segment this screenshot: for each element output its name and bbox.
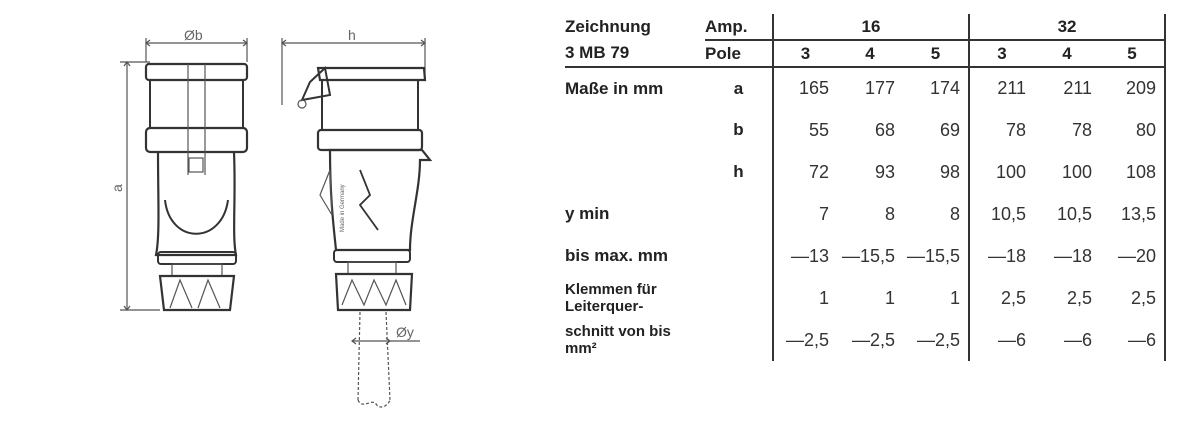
cell: 2,5 — [1100, 277, 1167, 319]
cell: 211 — [1063, 78, 1093, 98]
dim-h-label: h — [348, 27, 356, 43]
cell: 80 — [1100, 109, 1167, 151]
cell: 98 — [939, 161, 961, 182]
cell: —2,5 — [772, 319, 837, 361]
cell: —6 — [1100, 319, 1167, 361]
cell: 177 — [864, 78, 895, 98]
table-row: y min 7 8 8 10,5 10,5 13,5 — [565, 193, 1167, 235]
pole-header: 3 — [772, 40, 837, 68]
row-label: Klemmen für Leiterquer- — [565, 281, 657, 315]
cell: 2,5 — [968, 277, 1035, 319]
cell: 100 — [968, 151, 1035, 193]
table-row: b 55 68 69 78 78 80 — [565, 109, 1167, 151]
table-row: schnitt von bis mm² —2,5 —2,5 —2,5 —6 —6… — [565, 319, 1167, 361]
svg-text:a: a — [109, 184, 125, 192]
cell: 1 — [950, 287, 961, 308]
dim-y-label: Øy — [396, 324, 414, 340]
cell: 78 — [1071, 119, 1093, 140]
cell: 93 — [874, 161, 895, 182]
cell: —15,5 — [841, 245, 895, 266]
side-view-drawing: h Made in Germany Øy — [281, 27, 433, 408]
technical-drawing: Øb a h — [80, 20, 480, 420]
cell: —13 — [772, 235, 837, 277]
cell: 13,5 — [1100, 193, 1167, 235]
cell: —6 — [1064, 329, 1093, 350]
row-label: y min — [565, 204, 610, 223]
pole-header: 3 — [968, 40, 1035, 68]
amp-group-16: 16 — [771, 14, 970, 41]
pole-header: 5 — [1100, 40, 1167, 68]
cell: 69 — [939, 119, 961, 140]
cell: 8 — [950, 203, 961, 224]
cell: 78 — [968, 109, 1035, 151]
row-label — [565, 109, 705, 151]
cell: 7 — [772, 193, 837, 235]
svg-text:Made in Germany: Made in Germany — [340, 184, 346, 232]
pole-header: 4 — [837, 40, 903, 68]
cell: 211 — [968, 67, 1035, 109]
table-row: Maße in mm a 165 177 174 211 211 209 — [565, 67, 1167, 109]
header-model: 3 MB 79 — [565, 40, 705, 68]
cell: —15,5 — [906, 245, 961, 266]
row-sub: a — [733, 78, 744, 98]
cell: 108 — [1100, 151, 1167, 193]
cell: 1 — [772, 277, 837, 319]
row-sub — [705, 277, 773, 319]
dimension-table: Zeichnung Amp. 16 32 3 MB 79 Pole 3 4 5 … — [565, 14, 1167, 361]
dim-b-label: Øb — [184, 27, 203, 43]
cell: —18 — [1053, 245, 1093, 266]
row-sub — [705, 319, 773, 361]
header-zeichnung: Zeichnung — [565, 17, 651, 36]
table-row: h 72 93 98 100 100 108 — [565, 151, 1167, 193]
table-row: bis max. mm —13 —15,5 —15,5 —18 —18 —20 — [565, 235, 1167, 277]
cell: —18 — [968, 235, 1035, 277]
row-sub: b — [733, 120, 744, 139]
table-row: Klemmen für Leiterquer- 1 1 1 2,5 2,5 2,… — [565, 277, 1167, 319]
pole-header: 4 — [1034, 40, 1101, 68]
row-label: Maße in mm — [565, 78, 664, 98]
row-label: bis max. mm — [565, 246, 668, 265]
cell: 165 — [772, 67, 837, 109]
cell: 55 — [772, 109, 837, 151]
row-label: schnitt von bis mm² — [565, 323, 671, 357]
cell: 72 — [772, 151, 837, 193]
pole-header: 5 — [903, 40, 970, 68]
cell: 100 — [1061, 161, 1093, 182]
header-amp: Amp. — [705, 14, 773, 41]
cell: —2,5 — [851, 329, 895, 350]
row-sub — [705, 193, 773, 235]
cell: 174 — [929, 78, 961, 98]
cell: 68 — [874, 119, 895, 140]
cell: 209 — [1100, 67, 1167, 109]
cell: 10,5 — [1056, 203, 1093, 224]
cell: —6 — [968, 319, 1035, 361]
amp-group-32: 32 — [968, 14, 1167, 41]
cell: 1 — [884, 287, 895, 308]
cell: —2,5 — [916, 329, 961, 350]
cell: 8 — [884, 203, 895, 224]
cell: 2,5 — [1066, 287, 1093, 308]
cell: 10,5 — [968, 193, 1035, 235]
header-pole: Pole — [705, 40, 773, 68]
row-sub: h — [733, 162, 744, 181]
front-view-drawing: Øb a — [109, 27, 249, 312]
row-label — [565, 151, 705, 193]
row-sub — [705, 235, 773, 277]
cell: —20 — [1100, 235, 1167, 277]
